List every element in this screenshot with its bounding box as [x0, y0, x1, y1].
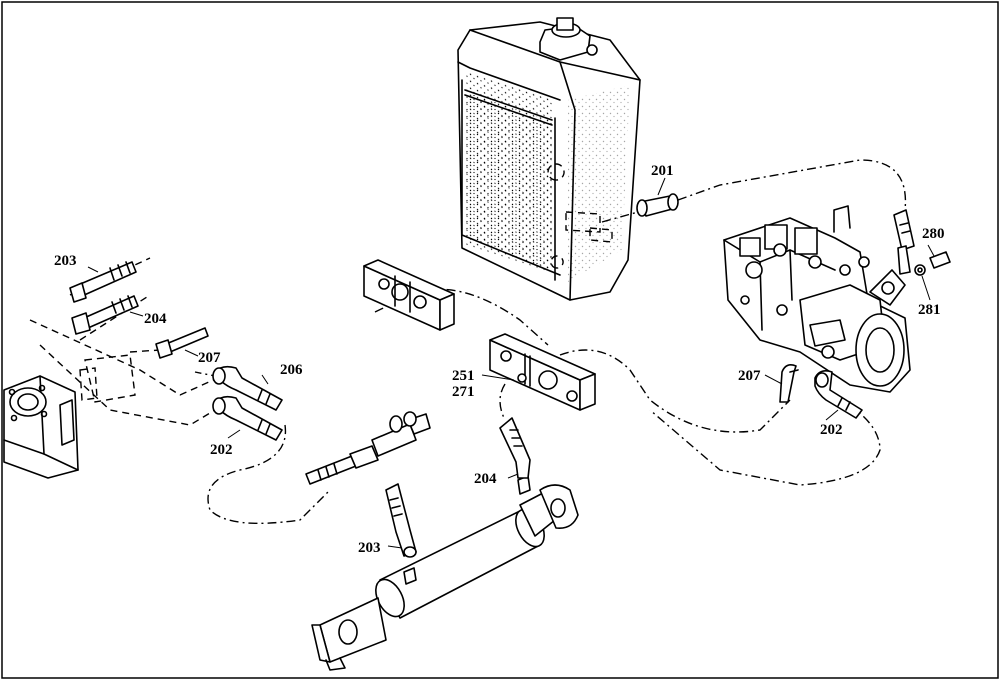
- elbow-204-cylinder: [499, 417, 531, 479]
- fitting-207-left: [155, 327, 209, 359]
- leader-lines: [87, 177, 935, 549]
- label-280: 280: [922, 226, 945, 242]
- fitting-201: [636, 193, 679, 217]
- elbow-202-left: [212, 395, 283, 441]
- label-251: 251: [452, 368, 475, 384]
- label-204-cylinder: 204: [474, 471, 497, 487]
- elbow-206: [212, 365, 283, 411]
- fitting-280-281: [914, 251, 951, 276]
- fitting-203-left: [69, 261, 137, 303]
- label-202-left: 202: [210, 442, 233, 458]
- pump-assembly-right: [723, 205, 911, 393]
- fitting-upper-right: [893, 209, 915, 275]
- inline-valve-assembly: [305, 411, 431, 485]
- label-201: 201: [651, 163, 674, 179]
- hydraulic-cylinder: [311, 475, 579, 671]
- clamp-block-upper: [363, 259, 455, 331]
- label-204-left: 204: [144, 311, 167, 327]
- elbow-203-cylinder: [385, 483, 417, 558]
- clamp-block-lower: [489, 333, 596, 411]
- label-207-left: 207: [198, 350, 221, 366]
- label-202-right: 202: [820, 422, 843, 438]
- fitting-204-left: [71, 295, 139, 335]
- elbow-202-right: [814, 370, 863, 419]
- label-281: 281: [918, 302, 941, 318]
- label-207-right: 207: [738, 368, 761, 384]
- elbow-207-right: [779, 364, 799, 403]
- label-203-cylinder: 203: [358, 540, 381, 556]
- label-271: 271: [452, 384, 475, 400]
- label-206: 206: [280, 362, 303, 378]
- gear-pump-left: [3, 375, 79, 479]
- label-203-left: 203: [54, 253, 77, 269]
- hydraulic-tank: [457, 17, 641, 301]
